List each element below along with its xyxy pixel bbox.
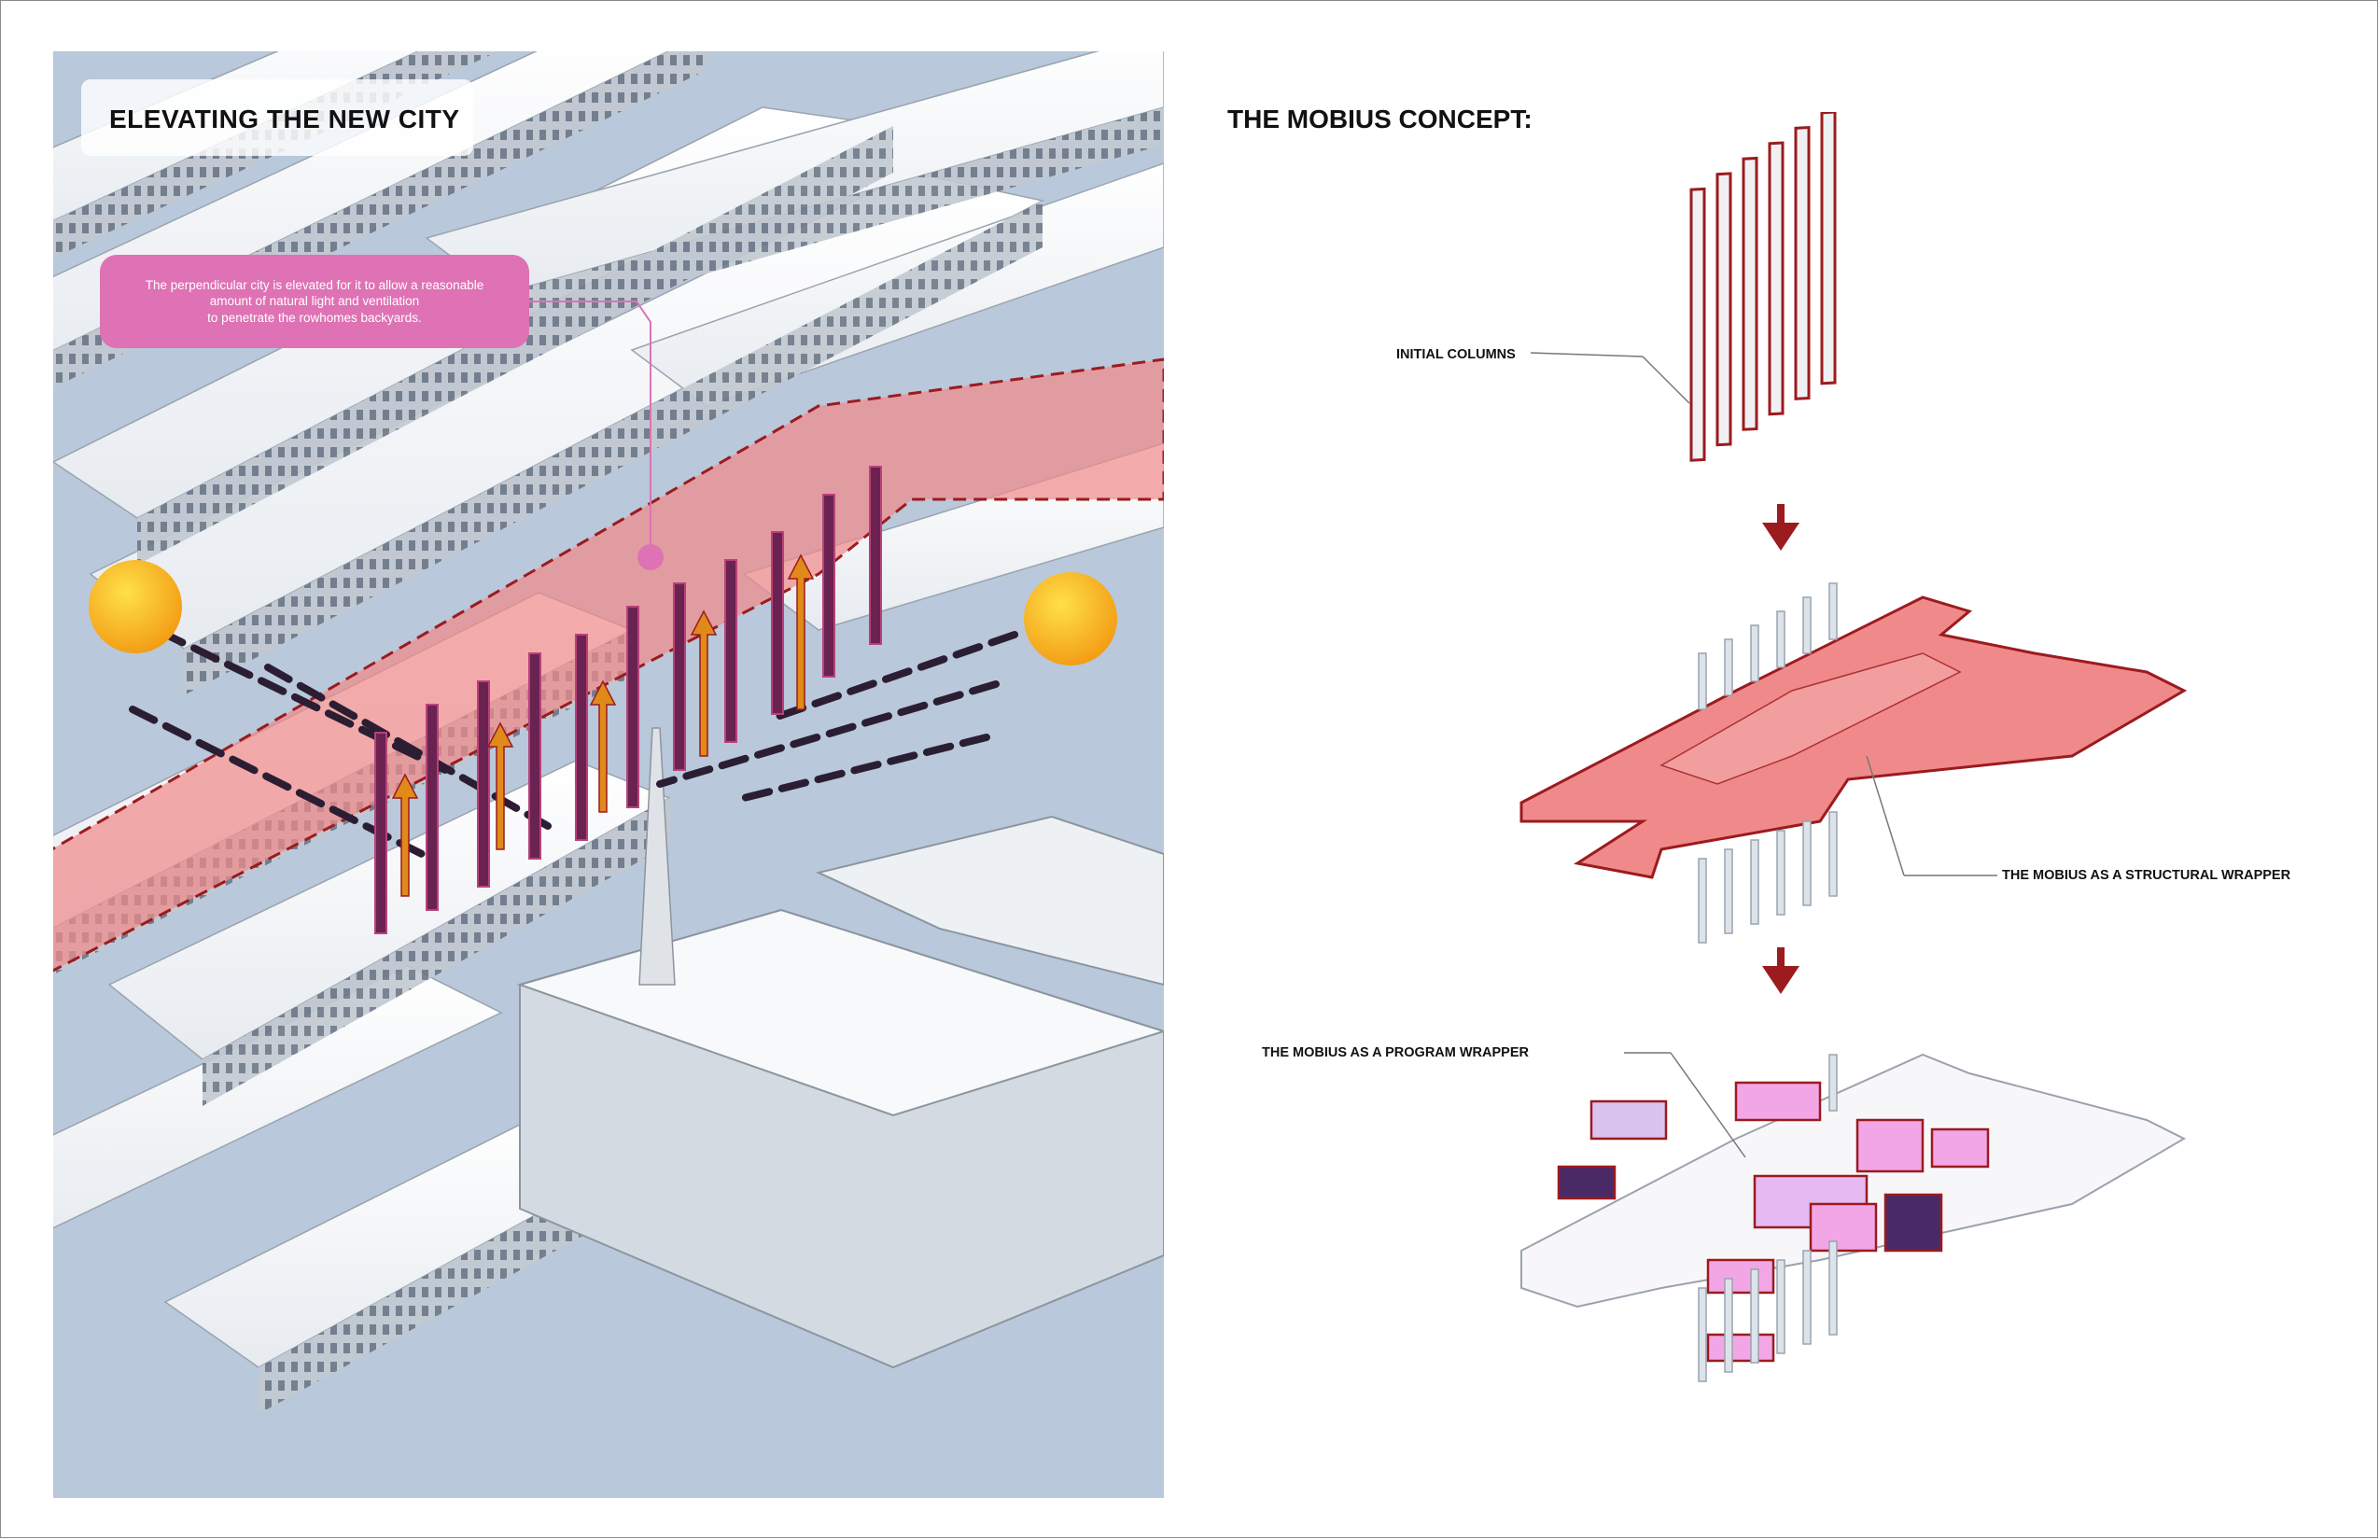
- sun-icon: [1024, 572, 1117, 665]
- label-program-wrapper: THE MOBIUS AS A PROGRAM WRAPPER: [1262, 1045, 1529, 1060]
- warehouse: [516, 815, 1164, 1369]
- light-arrows: [391, 553, 815, 897]
- callout-leader: [529, 301, 651, 555]
- program-wrapper-leader-2: [1670, 1052, 1746, 1158]
- aerial-city-diagram: ELEVATING THE NEW CITY The perpendicular…: [53, 51, 1164, 1498]
- sun-icon: [89, 560, 182, 653]
- initial-columns: [1689, 110, 1837, 462]
- aerial-drawing: [53, 51, 1164, 1414]
- elevation-callout: The perpendicular city is elevated for i…: [100, 255, 529, 348]
- left-title: ELEVATING THE NEW CITY: [109, 105, 460, 133]
- right-title: THE MOBIUS CONCEPT:: [1227, 105, 1533, 133]
- callout-line: amount of natural light and ventilation: [209, 294, 420, 309]
- elevated-band: [53, 357, 1164, 973]
- callout-dot: [637, 544, 664, 570]
- structural-wrapper: [1519, 582, 2188, 944]
- program-wrapper: [1520, 1053, 2187, 1382]
- arrow-down-icon: [1762, 504, 1799, 551]
- structural-wrapper-leader: [1866, 755, 1905, 876]
- initial-columns-leader: [1530, 352, 1644, 357]
- concept-drawing: [1519, 110, 2188, 1382]
- title-box: [81, 79, 473, 156]
- mobius-concept-diagram: INITIAL COLUMNS THE MOBIUS AS A STRUCTUR…: [1213, 110, 2371, 1456]
- arrow-down-icon: [1762, 947, 1799, 994]
- callout-line: The perpendicular city is elevated for i…: [145, 277, 484, 292]
- label-initial-columns: INITIAL COLUMNS: [1396, 347, 1516, 362]
- initial-columns-leader-2: [1642, 356, 1690, 404]
- label-structural-wrapper: THE MOBIUS AS A STRUCTURAL WRAPPER: [2002, 868, 2291, 883]
- callout-line: to penetrate the rowhomes backyards.: [207, 310, 422, 325]
- support-columns: [374, 466, 882, 934]
- chimney: [638, 727, 676, 986]
